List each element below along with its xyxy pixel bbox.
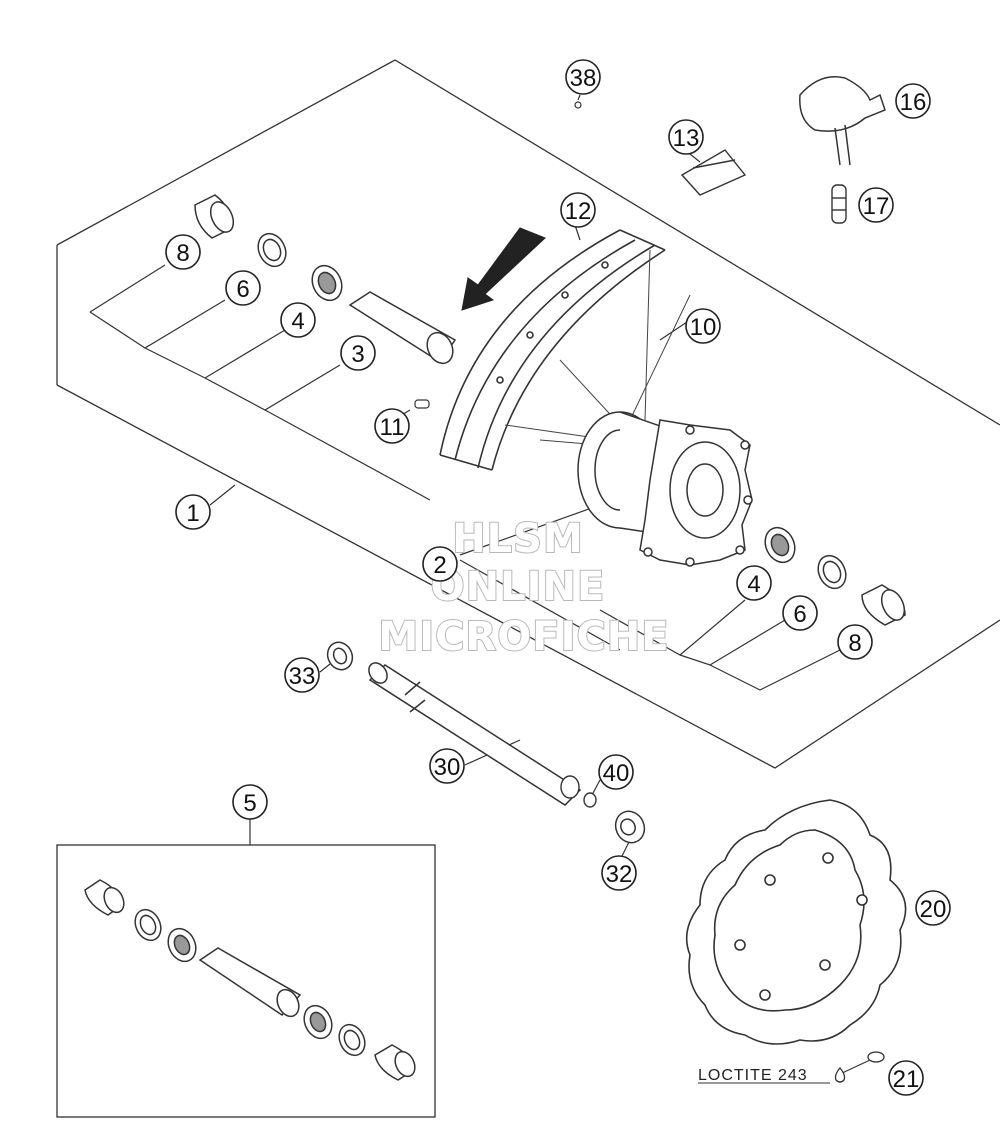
svg-text:1: 1	[186, 500, 199, 527]
valve-nut-17	[831, 184, 847, 224]
leader-lines	[89, 94, 906, 1076]
callout-16: 16	[895, 83, 931, 119]
screw-21	[867, 1051, 885, 1063]
callout-11: 11	[374, 408, 410, 444]
bearing-4-right	[764, 526, 796, 564]
svg-text:6: 6	[236, 276, 249, 303]
callouts: 1 2 3 4 4 5 6 6 8 8 10 11 12 13 16 17 20…	[165, 59, 951, 1096]
svg-text:6: 6	[793, 601, 806, 628]
svg-text:17: 17	[863, 193, 890, 220]
spokes-10	[504, 249, 691, 446]
nut-33	[326, 641, 354, 671]
bearing-4-left	[311, 264, 343, 302]
seal-6-left	[257, 232, 287, 268]
svg-text:32: 32	[606, 861, 633, 888]
callout-12: 12	[560, 192, 596, 228]
axle-30	[368, 662, 582, 806]
svg-text:10: 10	[690, 314, 717, 341]
svg-text:30: 30	[434, 754, 461, 781]
nipple-11	[414, 399, 430, 409]
hub-2	[577, 411, 753, 567]
assembly-frame	[56, 59, 1000, 769]
callout-3: 3	[340, 335, 376, 371]
kit-frame-5	[56, 844, 436, 1118]
svg-text:13: 13	[673, 125, 700, 152]
svg-text:16: 16	[900, 89, 927, 116]
watermark: HLSM ONLINE MICROFICHE	[377, 515, 669, 661]
loctite-note: LOCTITE 243	[698, 1067, 808, 1084]
callout-5: 5	[232, 784, 268, 820]
kit-parts	[84, 879, 416, 1081]
svg-text:2: 2	[433, 552, 446, 579]
rim-12	[439, 229, 666, 471]
seal-6-right	[817, 554, 847, 590]
svg-text:11: 11	[380, 414, 405, 441]
callout-4-right: 4	[736, 565, 772, 601]
spacer-8-right	[861, 584, 906, 626]
callout-6-left: 6	[225, 270, 261, 306]
callout-13: 13	[668, 119, 704, 155]
callout-2: 2	[422, 546, 458, 582]
callout-32: 32	[601, 855, 637, 891]
screw-38	[574, 101, 582, 109]
callout-1: 1	[175, 494, 211, 530]
rim-tape-13	[680, 149, 747, 196]
svg-text:38: 38	[570, 65, 597, 92]
svg-text:21: 21	[893, 1066, 920, 1093]
callout-10: 10	[685, 308, 721, 344]
callout-30: 30	[429, 748, 465, 784]
spacer-8-left	[194, 194, 235, 239]
screw-40	[560, 775, 597, 808]
callout-40: 40	[598, 754, 634, 790]
watermark-line1: HLSM	[452, 516, 584, 562]
axle-nut-32	[614, 810, 646, 844]
svg-text:4: 4	[747, 571, 760, 598]
callout-21: 21	[888, 1060, 924, 1096]
svg-text:8: 8	[848, 630, 861, 657]
callout-17: 17	[858, 187, 894, 223]
svg-text:20: 20	[920, 896, 947, 923]
callout-4-left: 4	[280, 302, 316, 338]
svg-text:40: 40	[603, 760, 630, 787]
loctite-drop	[834, 1067, 846, 1083]
callout-38: 38	[565, 59, 601, 95]
callout-8-right: 8	[837, 624, 873, 660]
watermark-line2: ONLINE	[431, 564, 606, 610]
callout-33: 33	[284, 657, 320, 693]
tire-valve-16	[799, 76, 886, 166]
brake-disc-20	[685, 799, 907, 1045]
svg-text:3: 3	[351, 341, 364, 368]
callout-8-left: 8	[165, 234, 201, 270]
watermark-line3: MICROFICHE	[378, 614, 669, 660]
callout-20: 20	[915, 890, 951, 926]
svg-text:4: 4	[291, 308, 304, 335]
svg-text:8: 8	[176, 240, 189, 267]
spacer-tube-3	[348, 291, 457, 365]
svg-text:12: 12	[565, 198, 592, 225]
svg-text:5: 5	[243, 790, 256, 817]
svg-text:33: 33	[289, 663, 316, 690]
callout-6-right: 6	[782, 595, 818, 631]
rotation-arrow	[461, 227, 546, 311]
